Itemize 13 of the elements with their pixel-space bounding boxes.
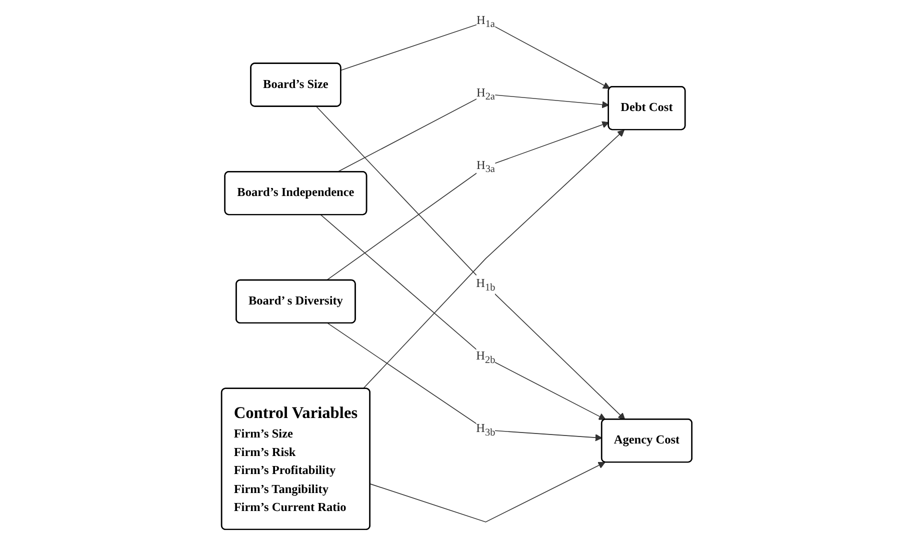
arrow (320, 214, 606, 420)
arrow (316, 106, 626, 420)
edge-label: H$_{1b}$ (476, 277, 496, 293)
edge-label: H$_{3a}$ (476, 158, 496, 174)
arrow (328, 322, 603, 442)
arrow (337, 94, 610, 172)
arrow (370, 462, 606, 522)
edge-label: H$_{3b}$ (476, 422, 496, 438)
arrow (362, 130, 625, 390)
edge-label: H$_{1a}$ (476, 14, 496, 30)
edge-label: H$_{2b}$ (476, 350, 496, 366)
edge-label: H$_{2a}$ (476, 86, 496, 102)
arrow (326, 121, 610, 281)
